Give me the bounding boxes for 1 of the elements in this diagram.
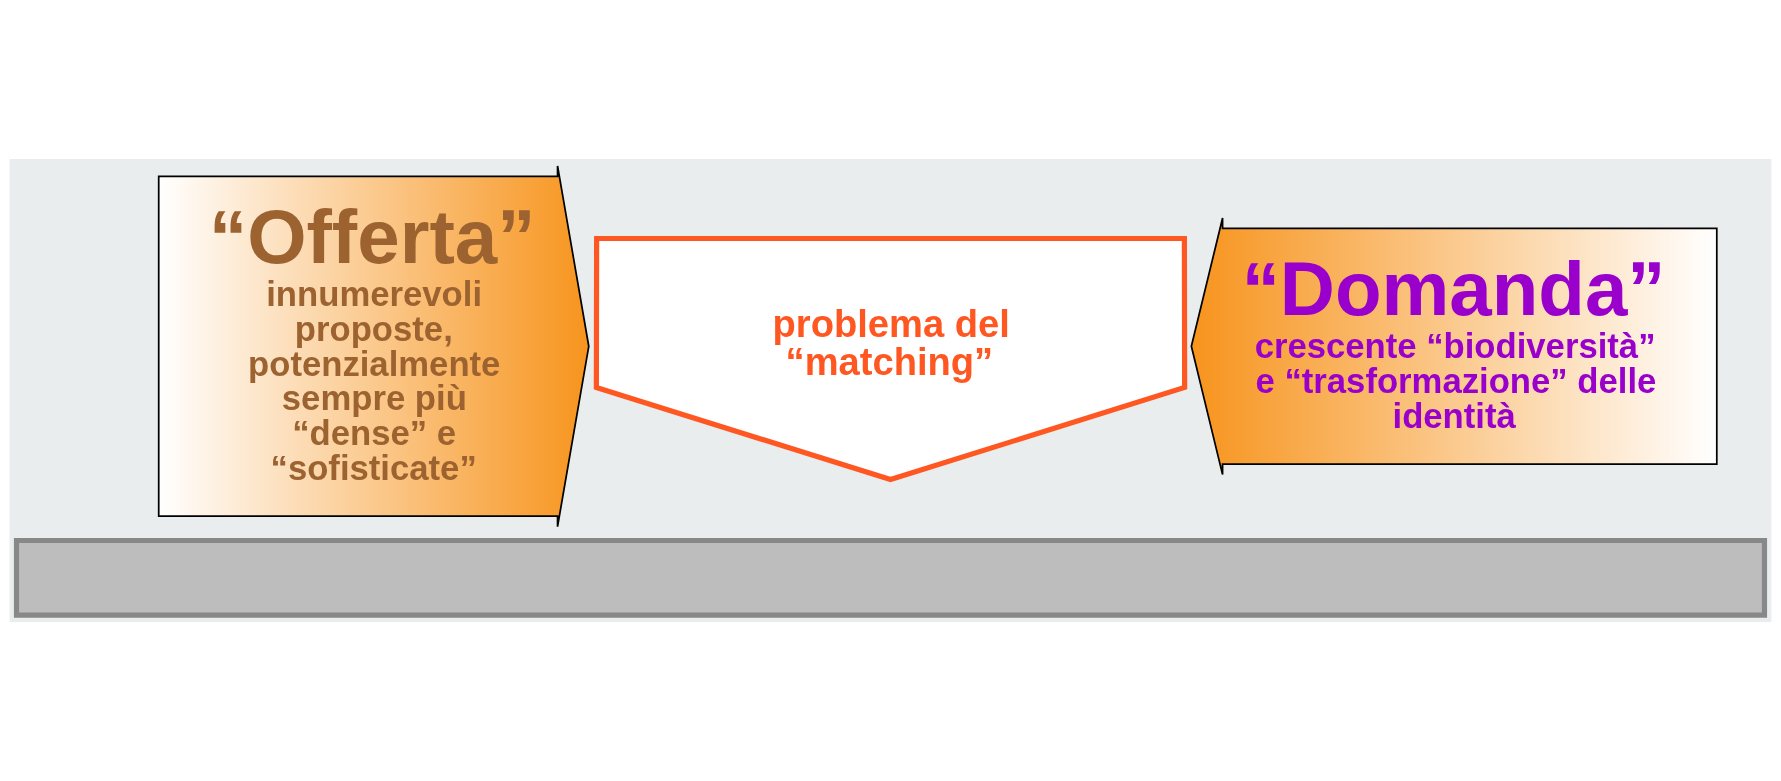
node-bar [13, 537, 1768, 618]
